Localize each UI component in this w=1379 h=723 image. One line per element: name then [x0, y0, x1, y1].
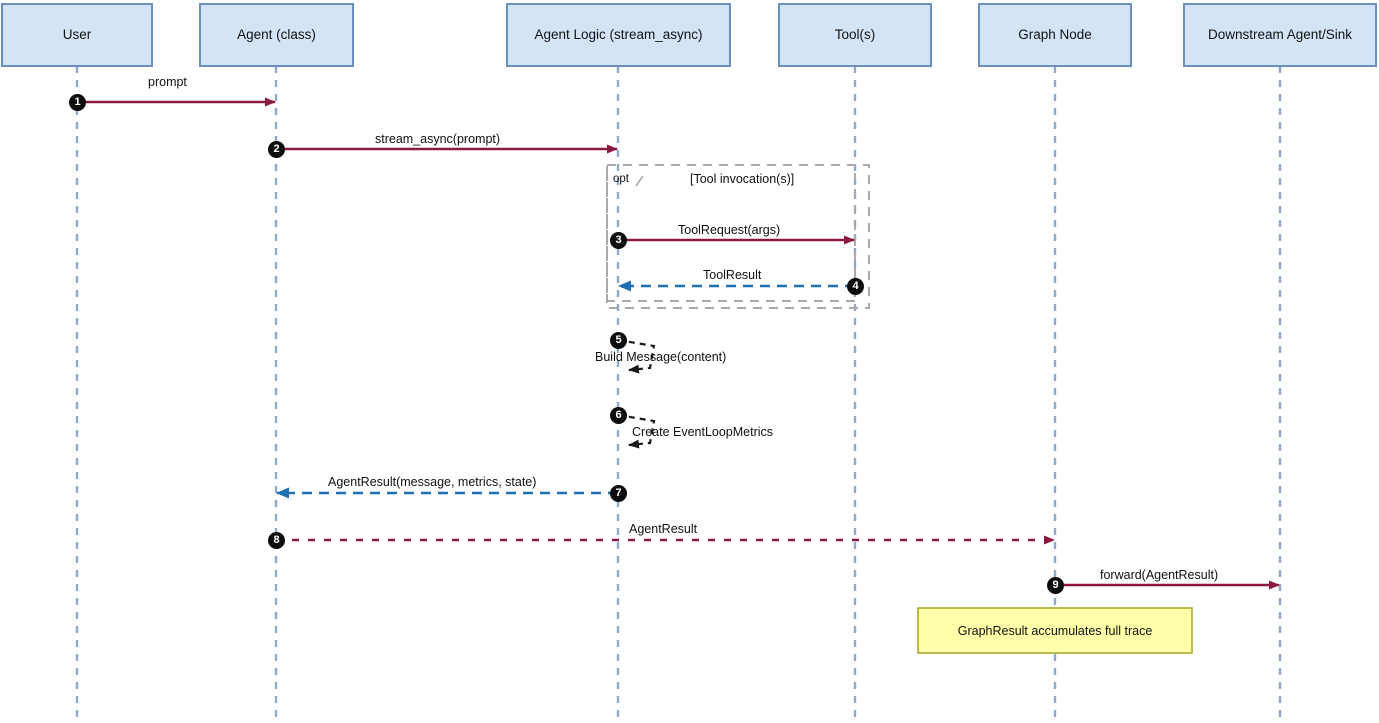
notes-group	[917, 607, 1193, 654]
message-label-5: Build Message(content)	[595, 350, 727, 364]
fragments-group	[606, 164, 870, 309]
message-label-3: ToolRequest(args)	[678, 223, 781, 237]
participant-boxes-group	[1, 3, 1377, 67]
sequence-number-6: 6	[610, 407, 627, 424]
message-label-4: ToolResult	[703, 268, 762, 282]
fragment-operator-slash	[635, 175, 644, 187]
message-label-2: stream_async(prompt)	[375, 132, 501, 146]
participant-box-downstream[interactable]	[1183, 3, 1377, 67]
self-message-line-5	[617, 338, 656, 374]
sequence-number-1: 1	[69, 93, 86, 111]
message-label-7: AgentResult(message, metrics, state)	[328, 475, 537, 489]
sequence-number-9: 9	[1047, 576, 1064, 594]
sequence-number-7: 7	[610, 484, 627, 502]
messages-group	[77, 97, 1280, 590]
participant-box-user[interactable]	[1, 3, 153, 67]
participant-box-graphnode[interactable]	[978, 3, 1132, 67]
participant-box-agent[interactable]	[199, 3, 354, 67]
message-label-6: Create EventLoopMetrics	[632, 425, 774, 439]
sequence-number-3: 3	[610, 231, 627, 249]
sequence-number-4: 4	[847, 277, 864, 295]
sequence-number-2: 2	[268, 140, 285, 158]
participant-box-agentlogic[interactable]	[506, 3, 731, 67]
sequence-number-8: 8	[268, 531, 285, 549]
note-text-graphresult-note: GraphResult accumulates full trace	[957, 623, 1153, 638]
note-box-graphresult-note	[917, 607, 1193, 654]
sequence-number-5: 5	[610, 332, 627, 349]
message-label-1: prompt	[148, 75, 187, 89]
fragment-condition-opt-tool-invocations: [Tool invocation(s)]	[690, 172, 795, 186]
self-message-line-6	[617, 413, 656, 449]
participant-box-tools[interactable]	[778, 3, 932, 67]
message-label-8: AgentResult	[629, 522, 698, 536]
message-label-9: forward(AgentResult)	[1100, 568, 1219, 582]
fragment-operator-opt-tool-invocations: opt	[613, 173, 629, 185]
